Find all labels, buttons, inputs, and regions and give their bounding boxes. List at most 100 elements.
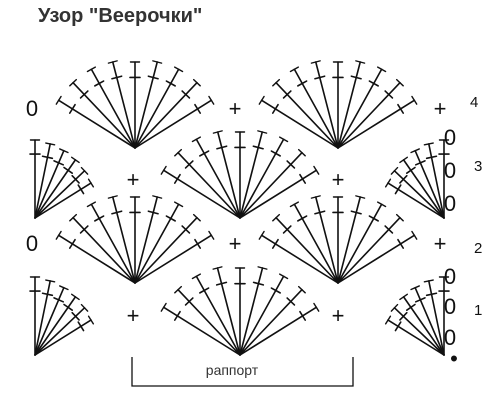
dc-top: [55, 95, 62, 105]
dc-stem: [177, 151, 241, 219]
dc-stem: [314, 61, 339, 149]
dc-bar: [252, 281, 265, 286]
dc-bar: [314, 75, 326, 80]
dc-bar: [384, 225, 394, 234]
dc-top: [208, 230, 215, 240]
dc-bar: [184, 297, 194, 306]
dc-stem: [72, 216, 136, 284]
dc-top: [87, 315, 95, 325]
dc-stem: [216, 131, 241, 219]
dc-stem: [275, 216, 339, 284]
dc-bar: [68, 238, 76, 249]
dc-stem: [134, 68, 180, 149]
dc-bar: [111, 210, 123, 215]
dc-bar: [71, 174, 80, 184]
dc-top: [69, 213, 78, 222]
dc-stem: [34, 296, 77, 356]
dc-stem: [402, 296, 445, 356]
dc-top: [87, 178, 95, 188]
dc-top: [411, 230, 418, 240]
dc-top: [258, 230, 265, 240]
repeat-label: раппорт: [206, 362, 259, 378]
dc-stem: [337, 216, 401, 284]
dc-top: [399, 293, 408, 301]
dc-top: [272, 213, 281, 222]
repeat-label-bg: [180, 360, 284, 380]
dc-top: [257, 130, 268, 134]
dc-bar: [399, 174, 408, 184]
dc-top: [384, 315, 392, 325]
dc-stem: [111, 196, 136, 284]
dc-top: [173, 66, 184, 73]
dc-top: [191, 273, 202, 280]
dc-stem: [293, 68, 339, 149]
dc-bar: [286, 160, 296, 169]
dc-stem: [111, 61, 136, 149]
dc-bar: [399, 311, 408, 321]
dc-bar: [405, 166, 416, 174]
dc-stem: [34, 319, 92, 356]
dc-top: [152, 195, 163, 199]
chain-symbol: 0: [444, 294, 456, 319]
dc-stem: [337, 61, 362, 149]
dc-bar: [270, 287, 281, 294]
dc-bar: [397, 238, 405, 249]
dc-bar: [314, 210, 326, 215]
dc-top: [376, 66, 387, 73]
sc-symbol: +: [127, 167, 140, 192]
dc-top: [313, 165, 320, 175]
dc-top: [173, 201, 184, 208]
dc-bar: [165, 215, 176, 222]
dc-stem: [337, 196, 362, 284]
dc-bar: [41, 155, 54, 160]
dc-stem: [134, 99, 213, 149]
dc-top: [212, 130, 223, 134]
dc-top: [45, 279, 56, 283]
chain-markers: 0 0 0 0 0 0 0 0: [26, 96, 456, 350]
sc-symbol: +: [127, 303, 140, 328]
dc-top: [278, 136, 289, 143]
dc-bar: [41, 292, 54, 297]
dc-top: [272, 78, 281, 87]
dc-bar: [350, 210, 362, 215]
dc-stem: [34, 159, 77, 219]
dc-bar: [165, 80, 176, 87]
dc-bar: [282, 90, 292, 99]
dc-bar: [79, 225, 89, 234]
dc-stem: [177, 288, 241, 356]
dc-bar: [77, 321, 85, 332]
repeat-bracket: [131, 357, 354, 387]
dc-stem: [239, 267, 264, 356]
row-number-4: 4: [470, 94, 478, 111]
dc-stem: [90, 203, 136, 284]
dc-bar: [368, 215, 379, 222]
dc-bar: [414, 160, 426, 166]
dc-top: [297, 285, 306, 294]
dc-stem: [337, 99, 416, 149]
dc-stem: [239, 151, 303, 219]
dc-bar: [271, 103, 279, 114]
chain-symbol: 0: [444, 264, 456, 289]
dc-top: [192, 78, 201, 87]
dc-bar: [147, 75, 159, 80]
dc-stem: [275, 81, 339, 149]
dc-top: [355, 60, 366, 64]
dc-stem: [387, 319, 445, 356]
dc-top: [423, 279, 434, 283]
dc-stem: [314, 196, 339, 284]
dc-stem: [57, 99, 136, 149]
dc-top: [355, 195, 366, 199]
dc-stem: [260, 99, 339, 149]
dc-top: [107, 60, 118, 64]
dc-top: [107, 195, 118, 199]
dc-top: [152, 60, 163, 64]
dc-bar: [297, 80, 308, 87]
dc-top: [289, 66, 300, 73]
dc-stem: [239, 306, 318, 356]
dc-bar: [53, 297, 65, 303]
chain-symbol: 0: [444, 191, 456, 216]
dc-stem: [216, 267, 241, 356]
dc-stem: [427, 280, 445, 356]
dc-stem: [239, 138, 285, 219]
